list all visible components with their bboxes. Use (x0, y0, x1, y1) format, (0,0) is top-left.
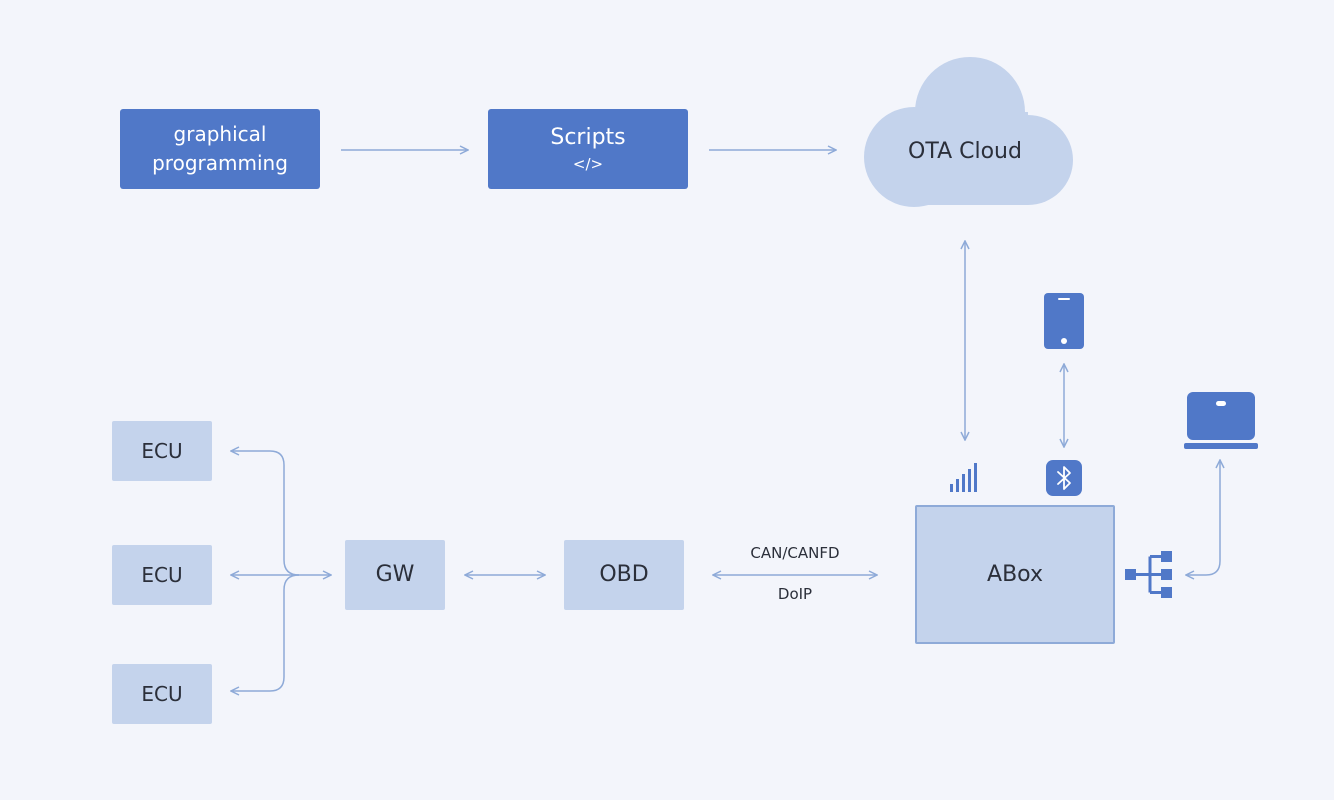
bluetooth-icon (1046, 460, 1082, 496)
ota-cloud-label: OTA Cloud (908, 139, 1022, 164)
branch-ecu-bottom (231, 574, 300, 691)
ota-cloud-node: OTA Cloud (865, 130, 1065, 174)
scripts-label: Scripts (550, 125, 626, 150)
doip-label: DoIP (777, 585, 813, 603)
phone-icon (1044, 293, 1084, 349)
ecu-label: ECU (141, 562, 183, 587)
obd-label: OBD (599, 562, 649, 587)
cloud-shape (864, 57, 1073, 207)
graphical-programming-node: graphical programming (120, 109, 320, 189)
ecu-node-bottom: ECU (112, 664, 212, 724)
arrow-network-laptop (1186, 460, 1220, 575)
abox-label: ABox (987, 561, 1043, 587)
ecu-label: ECU (141, 681, 183, 706)
scripts-code-symbol: </> (572, 155, 604, 173)
graphical-programming-label: graphical programming (152, 122, 288, 175)
scripts-node: Scripts </> (488, 109, 688, 189)
ecu-node-middle: ECU (112, 545, 212, 605)
gateway-label: GW (375, 562, 415, 587)
abox-node: ABox (915, 505, 1115, 644)
gateway-node: GW (345, 540, 445, 610)
network-tree-icon (1125, 551, 1172, 598)
ecu-node-top: ECU (112, 421, 212, 481)
signal-strength-icon (950, 463, 977, 492)
ecu-label: ECU (141, 438, 183, 463)
laptop-icon (1184, 392, 1258, 449)
obd-node: OBD (564, 540, 684, 610)
can-canfd-label: CAN/CANFD (750, 544, 840, 562)
branch-ecu-top (231, 451, 300, 576)
